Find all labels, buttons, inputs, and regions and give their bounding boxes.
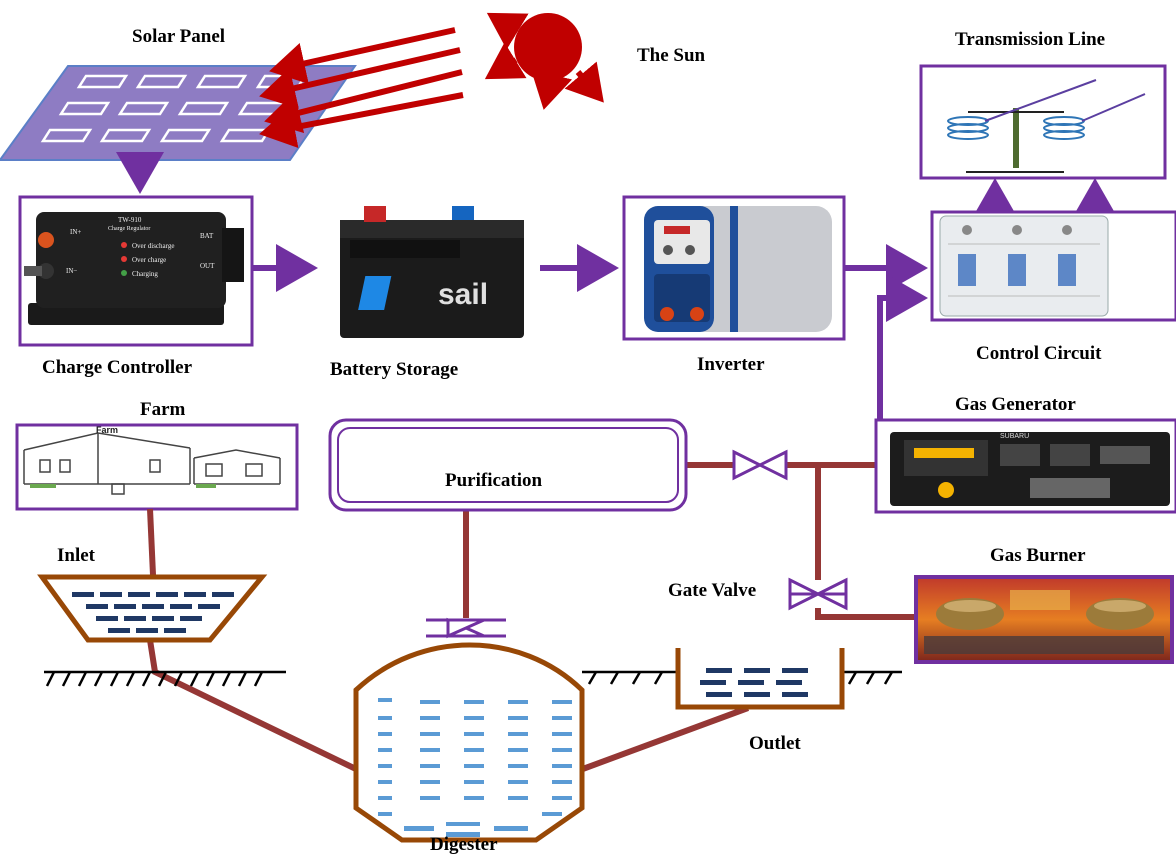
outlet-label: Outlet [749,733,801,754]
charge-controller-device: TW-910 Charge Regulator IN+ IN− BAT OUT … [18,195,254,347]
digester-tank [353,642,585,843]
digester-label: Digester [430,834,498,855]
battery-brand: sail [438,278,488,311]
gate-valve-top [732,449,788,481]
gas-burner-label: Gas Burner [990,545,1086,566]
gas-generator-device: SUBARU [874,418,1176,514]
purification-label: Purification [445,470,543,491]
transmission-line-device [919,64,1167,180]
controller-subtitle: Charge Regulator [108,226,150,232]
battery-device: sail [322,197,540,345]
circuit-breaker-device [930,210,1176,322]
inlet-label: Inlet [57,545,95,566]
inverter-label: Inverter [697,354,765,375]
controller-over-charge: Over charge [132,256,166,264]
battery-storage-label: Battery Storage [330,359,459,380]
purification-unit [328,418,688,512]
digester-valve [426,617,506,639]
farm-sketch-label: Farm [96,425,118,435]
outlet-tank [675,648,845,710]
controller-charging: Charging [132,270,158,278]
farm-label: Farm [140,399,186,420]
sun-rays [259,27,464,148]
charge-controller-label: Charge Controller [42,357,193,378]
controller-in-minus: IN− [66,267,77,275]
farm-sketch: Farm [15,423,299,511]
inverter-device [622,195,846,341]
controller-bat: BAT [200,232,214,240]
controller-out: OUT [200,262,215,270]
gate-valve-burner [788,577,848,611]
ground-hatching [44,670,902,687]
control-circuit-label: Control Circuit [976,343,1102,364]
controller-model: TW-910 [118,216,142,224]
sun-label: The Sun [637,45,706,66]
gate-valve-label: Gate Valve [668,580,757,601]
gas-burner-device [914,575,1174,664]
solar-panel-label: Solar Panel [132,26,226,47]
power-flow-arrows [116,152,1119,420]
gas-generator-label: Gas Generator [955,394,1076,415]
sun-icon [484,12,604,110]
inlet-tank [37,574,268,643]
transmission-line-label: Transmission Line [955,29,1106,50]
controller-over-discharge: Over discharge [132,242,174,250]
gas-generator-brand: SUBARU [1000,433,1029,440]
controller-in-plus: IN+ [70,228,81,236]
